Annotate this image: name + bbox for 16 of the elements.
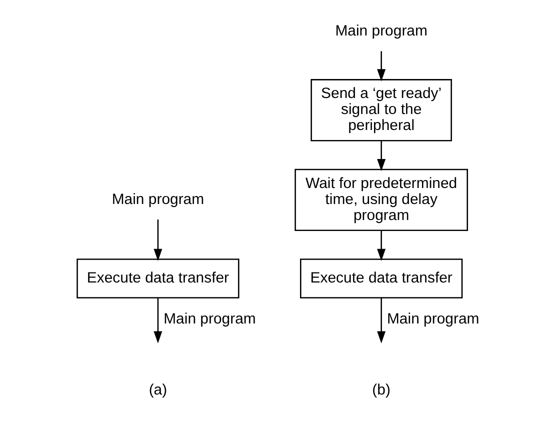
node-text: Main program [111,190,204,208]
edge-label: Main program [163,310,256,328]
edge-label: Main program [386,310,479,328]
label: (b) [372,381,390,398]
arrow [153,298,162,344]
arrow [376,140,386,172]
arrow [376,298,386,344]
node-text: Main program [334,22,427,40]
arrow [376,51,386,82]
label: (a) [148,381,167,398]
node-box: Execute data transfer [76,258,239,298]
node-box: Execute data transfer [300,258,462,298]
node-box: Send a ‘get ready’ signal to the peripheral [310,79,452,142]
arrow [153,220,162,262]
arrow [376,230,386,262]
node-box: Wait for predetermined time, using delay program [294,168,468,232]
